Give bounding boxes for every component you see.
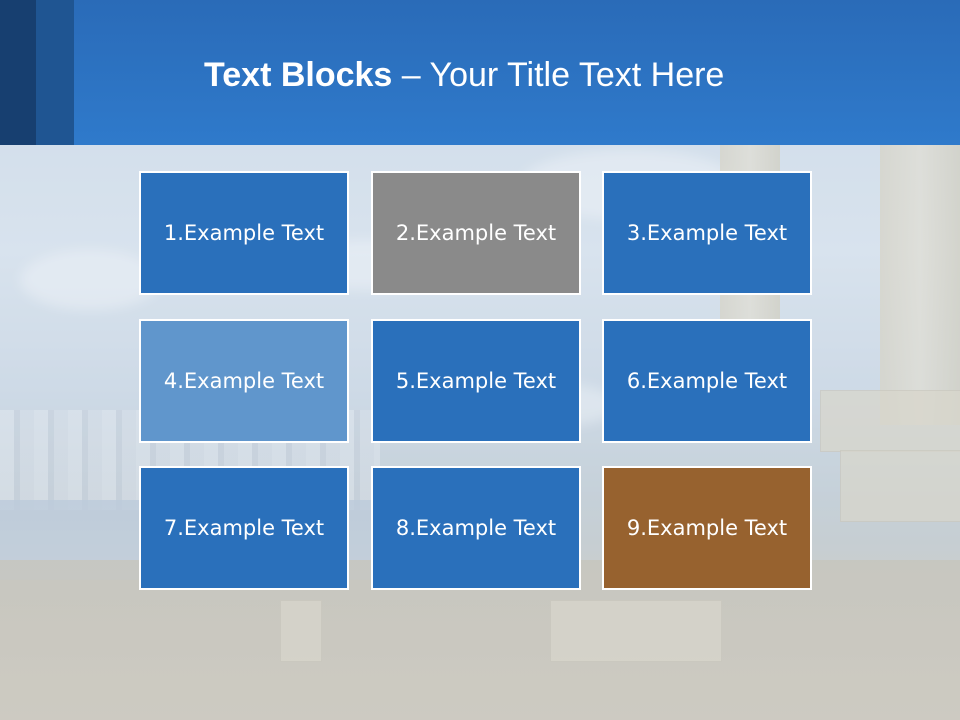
title-dash: – [392, 56, 430, 94]
title-bold: Text Blocks [204, 56, 393, 94]
header-accent-dark [0, 0, 36, 145]
text-block-7: 7.Example Text [139, 466, 349, 590]
text-block-1: 1.Example Text [139, 171, 349, 295]
text-block-3: 3.Example Text [602, 171, 812, 295]
text-block-6: 6.Example Text [602, 319, 812, 443]
text-block-2: 2.Example Text [371, 171, 581, 295]
header-accent-mid [36, 0, 74, 145]
slide-title: Text Blocks – Your Title Text Here [204, 56, 724, 95]
header-bar: Text Blocks – Your Title Text Here [0, 0, 960, 145]
text-block-8: 8.Example Text [371, 466, 581, 590]
title-rest: Your Title Text Here [429, 56, 725, 94]
text-block-9: 9.Example Text [602, 466, 812, 590]
text-block-5: 5.Example Text [371, 319, 581, 443]
text-block-4: 4.Example Text [139, 319, 349, 443]
